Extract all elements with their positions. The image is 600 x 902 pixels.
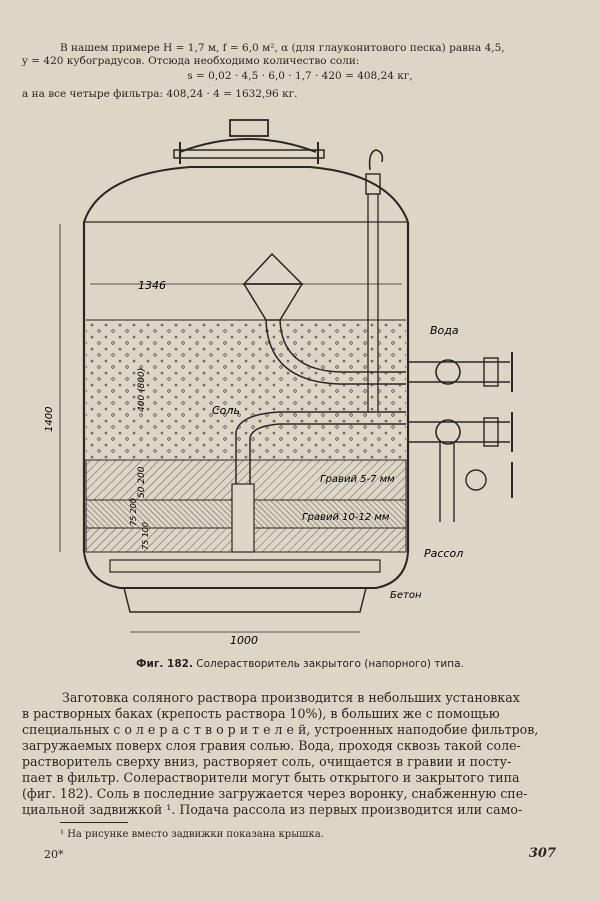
salt-dissolver-figure: 1346 1400 400 (800) 50 200 75 200 75 100…	[44, 119, 513, 647]
footnote-rule	[60, 822, 128, 823]
brine-valve	[408, 412, 513, 522]
body-line-4: загружаемых поверх слоя гравия солью. Во…	[22, 738, 521, 753]
dim-height: 1400	[44, 407, 55, 432]
body-line-7: (фиг. 182). Соль в последние загружается…	[22, 786, 528, 801]
body-line-3: специальных с о л е р а с т в о р и т е …	[22, 722, 539, 737]
dim-salt: 400 (800)	[137, 368, 147, 412]
text-line-3: а на все четыре фильтра: 408,24 · 4 = 16…	[22, 88, 298, 100]
label-gravel-2: Гравий 10-12 мм	[302, 512, 390, 523]
footnote: ¹ На рисунке вместо задвижки показана кр…	[60, 829, 324, 840]
dim-gravel-3: 75 100	[141, 522, 150, 550]
caption-label: Фиг. 182.	[136, 658, 193, 670]
concrete-base	[123, 587, 367, 613]
label-salt: Соль	[212, 404, 240, 417]
dim-width-top: 1346	[138, 279, 166, 292]
body-line-6: пает в фильтр. Солерастворители могут бы…	[22, 770, 520, 785]
dim-width-bottom: 1000	[230, 634, 258, 647]
body-line-5: растворитель сверху вниз, растворяет сол…	[22, 754, 512, 769]
signature-mark: 20*	[44, 848, 64, 861]
body-line-1: Заготовка соляного раствора производится…	[62, 690, 520, 705]
tank-dome	[83, 166, 409, 223]
label-brine: Рассол	[424, 547, 463, 560]
label-water: Вода	[430, 324, 459, 337]
text-line-2: y = 420 кубоградусов. Отсюда необходимо …	[22, 55, 360, 67]
page-number: 307	[528, 846, 556, 861]
dim-gravel-1: 50 200	[137, 466, 147, 498]
water-valve	[408, 352, 513, 392]
formula: s = 0,02 · 4,5 · 6,0 · 1,7 · 420 = 408,2…	[187, 70, 413, 82]
dim-gravel-2: 75 200	[129, 498, 138, 526]
caption-text: Солерастворитель закрытого (напорного) т…	[196, 658, 464, 670]
label-gravel-1: Гравий 5-7 мм	[320, 474, 395, 485]
lid	[173, 119, 325, 164]
label-concrete: Бетон	[390, 590, 422, 601]
body-line-2: в растворных баках (крепость раствора 10…	[22, 706, 500, 721]
figure-caption: Фиг. 182. Солерастворитель закрытого (на…	[0, 658, 600, 670]
text-line-1: В нашем примере H = 1,7 м, f = 6,0 м², α…	[60, 42, 505, 54]
salt-layer	[86, 320, 406, 460]
body-line-8: циальной задвижкой ¹. Подача рассола из …	[22, 802, 523, 817]
